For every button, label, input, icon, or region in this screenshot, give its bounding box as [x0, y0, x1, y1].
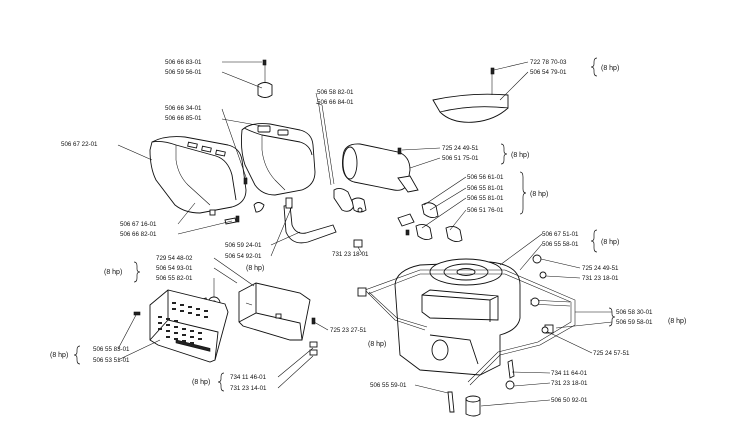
- label-506-66-83-01: 506 66 83-01: [165, 59, 202, 66]
- label-734-11-46-01: 734 11 46-01: [230, 374, 267, 381]
- label-506-67-51-01: 506 67 51-01: [542, 231, 579, 238]
- muffler-clamps: [397, 202, 463, 243]
- side-cover: [238, 282, 311, 341]
- grille-slots: [175, 339, 211, 352]
- nut-731-23-18: [353, 239, 363, 248]
- part-labels: 506 66 83-01 506 59 56-01 506 66 34-01 5…: [61, 59, 653, 404]
- label-506-51-75-01: 506 51 75-01: [442, 155, 479, 162]
- label-731-23-14-01: 731 23 14-01: [230, 385, 267, 392]
- engine-frame: [357, 254, 576, 390]
- label-506-66-82-01: 506 66 82-01: [120, 231, 157, 238]
- small-bolts-group: [224, 177, 265, 225]
- label-725-24-49-51-b: 725 24 49-51: [582, 265, 619, 272]
- label-725-24-49-51-a: 725 24 49-51: [442, 145, 479, 152]
- label-734-11-64-01: 734 11 64-01: [551, 370, 588, 377]
- label-731-23-18-01-b: 731 23 18-01: [582, 275, 619, 282]
- front-cover-housing: [240, 123, 316, 196]
- bottom-pin-and-spacer: [447, 391, 481, 417]
- label-506-50-92-01: 506 50 92-01: [551, 397, 588, 404]
- label-506-55-81-01-a: 506 55 81-01: [467, 185, 504, 192]
- rear-cover-housing: [149, 136, 247, 216]
- label-506-55-83-01: 506 55 83-01: [93, 346, 130, 353]
- label-731-23-18-01-a: 731 23 18-01: [332, 251, 369, 258]
- label-506-66-84-01: 506 66 84-01: [317, 99, 354, 106]
- exhaust-tube: [283, 197, 337, 244]
- label-506-67-16-01: 506 67 16-01: [120, 221, 157, 228]
- screw-left: [133, 311, 141, 316]
- label-506-59-58-01: 506 59 58-01: [616, 319, 653, 326]
- label-506-54-79-01: 506 54 79-01: [530, 69, 567, 76]
- muffler: [342, 143, 419, 193]
- label-506-53-51-01: 506 53 51-01: [93, 357, 130, 364]
- label-506-66-85-01: 506 66 85-01: [165, 115, 202, 122]
- hp-note-10: (8 hp): [192, 379, 210, 386]
- label-506-58-82-01: 506 58 82-01: [317, 89, 354, 96]
- label-506-54-92-01: 506 54 92-01: [225, 253, 262, 260]
- label-506-55-82-01: 506 55 82-01: [156, 275, 193, 282]
- screw-stack: [309, 317, 318, 356]
- label-506-59-24-01: 506 59 24-01: [225, 242, 262, 249]
- hp-notes: (8 hp) (8 hp) (8 hp) (8 hp) (8 hp) (8 hp…: [50, 65, 686, 386]
- braces: [73, 57, 616, 392]
- label-506-56-61-01: 506 56 61-01: [467, 174, 504, 181]
- hp-note-1: (8 hp): [601, 65, 619, 72]
- label-725-24-57-51: 725 24 57-51: [593, 350, 630, 357]
- top-bolt-bracket: [257, 59, 273, 98]
- label-729-54-48-02: 729 54 48-02: [156, 255, 193, 262]
- hp-note-5: (8 hp): [246, 265, 264, 272]
- label-731-23-18-01-c: 731 23 18-01: [551, 380, 588, 387]
- hp-note-9: (8 hp): [50, 352, 68, 359]
- vertical-rod-clamp: [318, 104, 367, 213]
- hp-note-6: (8 hp): [104, 269, 122, 276]
- label-506-51-76-01: 506 51 76-01: [467, 207, 504, 214]
- hp-note-3: (8 hp): [530, 191, 548, 198]
- label-506-55-59-01: 506 55 59-01: [370, 382, 407, 389]
- grille-cover: [149, 289, 229, 363]
- label-506-55-58-01: 506 55 58-01: [542, 241, 579, 248]
- leader-lines: [117, 61, 613, 407]
- label-722-78-70-03: 722 78 70-03: [530, 59, 567, 66]
- label-506-59-56-01: 506 59 56-01: [165, 69, 202, 76]
- label-506-55-81-01-b: 506 55 81-01: [467, 195, 504, 202]
- hp-note-8: (8 hp): [368, 341, 386, 348]
- hp-note-4: (8 hp): [601, 239, 619, 246]
- label-506-54-93-01: 506 54 93-01: [156, 265, 193, 272]
- hp-note-7: (8 hp): [668, 318, 686, 325]
- label-506-58-30-01: 506 58 30-01: [616, 309, 653, 316]
- label-506-66-34-01: 506 66 34-01: [165, 105, 202, 112]
- heat-shield: [432, 67, 509, 123]
- engine-assembly: [394, 258, 521, 376]
- label-725-23-27-51: 725 23 27-51: [330, 327, 367, 334]
- label-506-67-22-01: 506 67 22-01: [61, 141, 98, 148]
- hp-note-2: (8 hp): [511, 152, 529, 159]
